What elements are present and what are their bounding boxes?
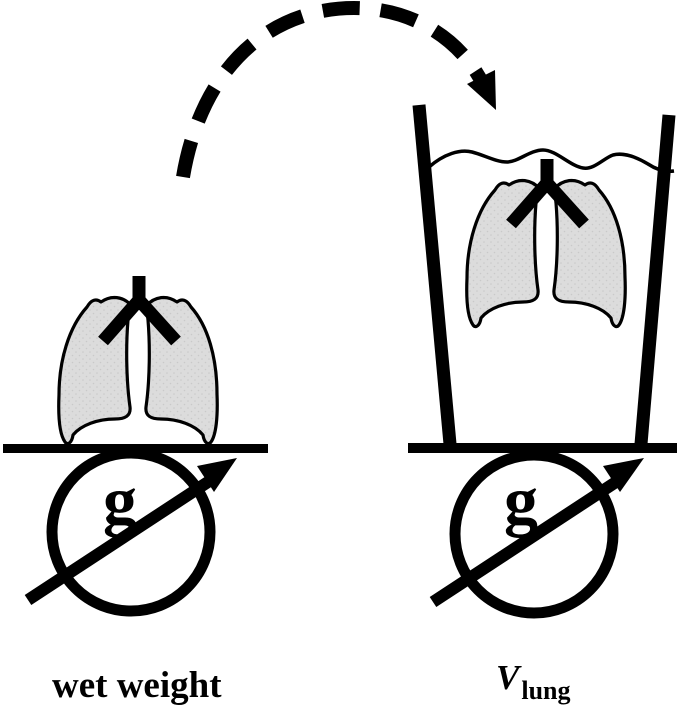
lung-icon-wet: [59, 276, 218, 444]
right-caption: Vlung: [496, 658, 571, 705]
water-surface-icon: [427, 148, 675, 173]
right-caption-variable: V: [496, 658, 520, 697]
dashed-transfer-arrow-icon: [176, 1, 496, 179]
gauge-letter-left: g: [103, 462, 137, 538]
arrowhead: [467, 70, 496, 110]
gauge-dial-left: g: [24, 447, 237, 617]
lung-icon-submerged: [467, 159, 626, 327]
left-caption: wet weight: [52, 665, 222, 706]
right-caption-subscript: lung: [521, 676, 571, 705]
gauge-needle-arrowhead: [197, 458, 237, 492]
scale-platform-right: [408, 443, 677, 453]
gauge-letter-right: g: [504, 462, 538, 538]
gauge-dial-right: g: [429, 449, 644, 619]
gauge-needle-arrowhead: [603, 458, 644, 492]
